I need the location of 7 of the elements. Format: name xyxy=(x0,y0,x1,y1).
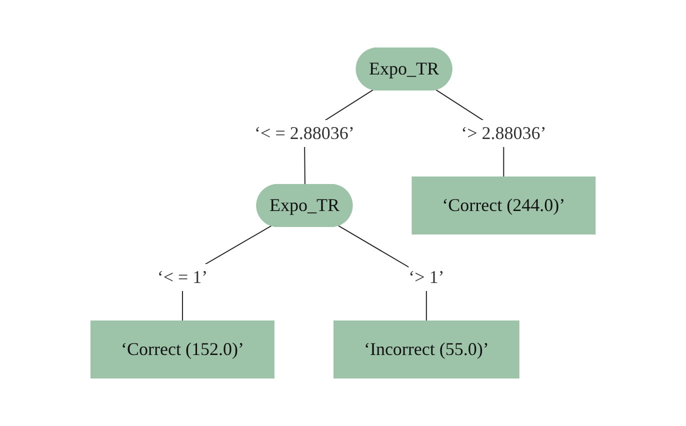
node-box: ‘Correct (152.0)’ xyxy=(90,320,274,378)
edge-label: ‘< = 2.88036’ xyxy=(254,122,354,143)
edge-label: ‘< = 1’ xyxy=(157,266,208,287)
edge-label: ‘> 2.88036’ xyxy=(461,122,546,143)
node-box: ‘Correct (244.0)’ xyxy=(412,176,596,234)
node-box: ‘Incorrect (55.0)’ xyxy=(333,320,520,378)
edge-label: ‘> 1’ xyxy=(408,266,444,287)
